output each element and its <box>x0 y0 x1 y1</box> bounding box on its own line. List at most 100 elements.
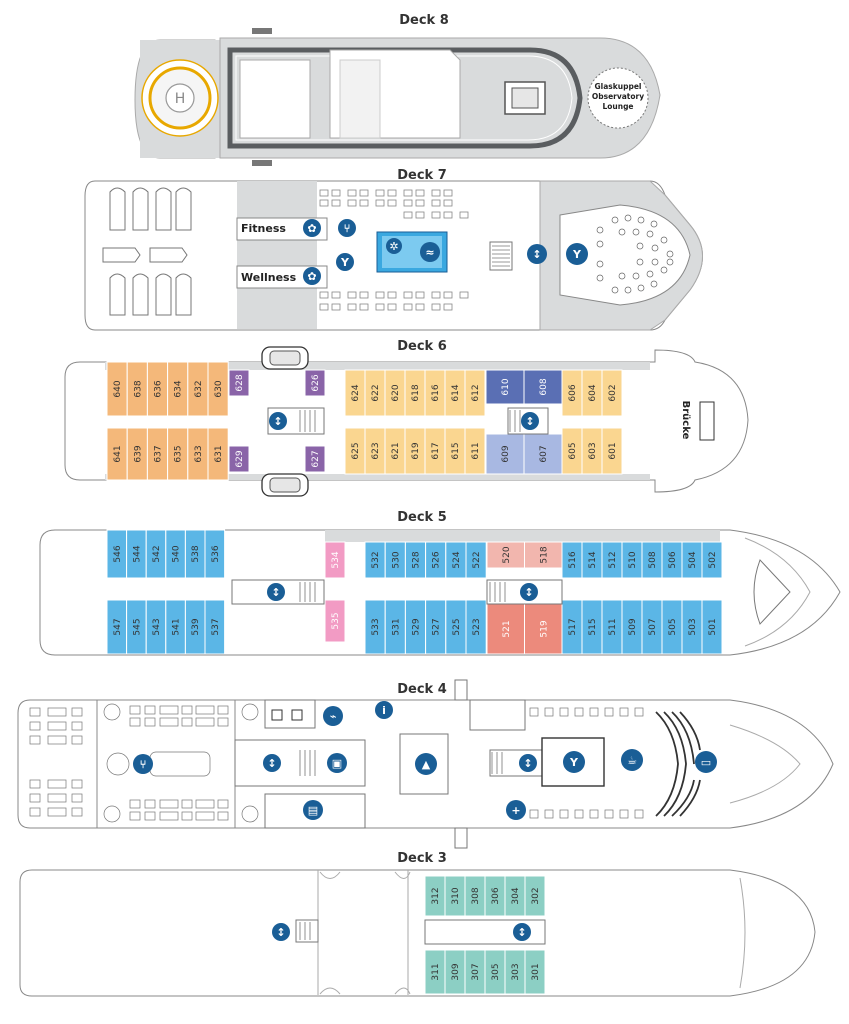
theater-icon <box>695 751 717 773</box>
cabin-630[interactable] <box>207 361 229 417</box>
bar-icon <box>336 253 354 271</box>
cabin-number: 608 <box>539 378 549 395</box>
cabin-535[interactable] <box>324 599 346 643</box>
cabin-519[interactable] <box>524 603 563 655</box>
cabin-518[interactable] <box>524 541 563 569</box>
cabin-number: 543 <box>152 618 162 635</box>
cabin-number: 521 <box>502 620 512 637</box>
svg-text:↕: ↕ <box>517 926 526 939</box>
cabin-number: 619 <box>411 442 421 459</box>
cabin-520[interactable] <box>486 541 525 569</box>
svg-text:✿: ✿ <box>307 270 316 283</box>
cabin-302[interactable] <box>524 875 546 917</box>
cabin-number: 301 <box>531 963 541 980</box>
cabin-612[interactable] <box>464 369 486 417</box>
deck8-davit-top <box>252 28 272 34</box>
cabin-number: 519 <box>539 620 549 637</box>
cabin-501[interactable] <box>701 599 723 655</box>
svg-text:↕: ↕ <box>523 757 532 770</box>
cabin-number: 603 <box>588 442 598 459</box>
cabin-626[interactable] <box>304 369 326 397</box>
cabin-number: 628 <box>235 374 245 391</box>
cabin-611[interactable] <box>464 427 486 475</box>
cabin-number: 526 <box>432 551 442 568</box>
deck8-open-area-inner <box>339 59 381 139</box>
deck8: H Glaskuppel Observatory Lounge <box>134 28 661 166</box>
cabin-number: 631 <box>214 445 224 462</box>
library-icon <box>303 800 323 820</box>
restaurant-icon <box>338 219 356 237</box>
cabin-number: 523 <box>472 618 482 635</box>
cabin-628[interactable] <box>228 369 250 397</box>
deck5-bow-hatch <box>753 559 791 625</box>
svg-text:✿: ✿ <box>307 222 316 235</box>
cabin-number: 312 <box>431 887 441 904</box>
cabin-631[interactable] <box>207 427 229 481</box>
svg-text:Y: Y <box>572 248 582 261</box>
svg-text:☕: ☕ <box>627 754 637 767</box>
deck4-fwd-rooms-top <box>469 699 526 731</box>
cabin-608[interactable] <box>523 369 563 405</box>
cabin-301[interactable] <box>524 949 546 995</box>
cabin-number: 620 <box>391 384 401 401</box>
observatory-dome <box>587 67 649 129</box>
cabin-523[interactable] <box>465 599 487 655</box>
deck8-funnel-inner <box>511 87 539 109</box>
cabin-607[interactable] <box>523 433 563 475</box>
cabin-number: 522 <box>472 551 482 568</box>
deck6-elevator-icon-aft <box>269 412 287 430</box>
cabin-number: 514 <box>588 551 598 568</box>
cabin-521[interactable] <box>486 603 525 655</box>
deck6-elevator-icon-fwd <box>521 412 539 430</box>
cabin-534[interactable] <box>324 541 346 579</box>
cabin-536[interactable] <box>204 529 226 579</box>
cabin-number: 518 <box>539 546 549 563</box>
cabin-number: 527 <box>432 618 442 635</box>
cabin-number: 630 <box>214 380 224 397</box>
cabin-537[interactable] <box>204 599 226 655</box>
cabin-number: 635 <box>174 445 184 462</box>
tender-icon <box>323 706 343 726</box>
deck4-gangway-bottom <box>454 827 468 849</box>
coffee-icon <box>621 749 643 771</box>
cabin-number: 545 <box>132 618 142 635</box>
cabin-number: 531 <box>391 618 401 635</box>
helipad-letter: H <box>175 91 186 107</box>
cabin-number: 611 <box>471 442 481 459</box>
cabin-number: 626 <box>311 374 321 391</box>
svg-text:⑂: ⑂ <box>140 758 147 771</box>
svg-text:Y: Y <box>340 256 350 269</box>
cabin-number: 616 <box>431 384 441 401</box>
cabin-601[interactable] <box>601 427 623 475</box>
cabin-number: 304 <box>511 887 521 904</box>
cabin-627[interactable] <box>304 445 326 473</box>
cabin-number: 641 <box>113 445 123 462</box>
running-track <box>227 47 583 149</box>
cabin-629[interactable] <box>228 445 250 473</box>
svg-text:▤: ▤ <box>308 804 318 817</box>
cabin-number: 617 <box>431 442 441 459</box>
cabin-522[interactable] <box>465 541 487 579</box>
deck3-elevator-icon-fwd <box>513 923 531 941</box>
cabin-number: 623 <box>371 442 381 459</box>
cabin-number: 520 <box>502 546 512 563</box>
cabin-number: 622 <box>371 384 381 401</box>
cabin-number: 634 <box>174 380 184 397</box>
cabin-602[interactable] <box>601 369 623 417</box>
bridge-label: Brücke <box>680 401 691 440</box>
svg-text:↕: ↕ <box>532 248 541 261</box>
deck4-gangway-top <box>454 679 468 701</box>
cabin-502[interactable] <box>701 541 723 579</box>
deck6-title: Deck 6 <box>397 339 447 354</box>
restaurant-tables <box>103 703 259 823</box>
cabin-number: 305 <box>491 963 501 980</box>
cabin-number: 640 <box>113 380 123 397</box>
deck5-title: Deck 5 <box>397 510 447 525</box>
svg-text:↕: ↕ <box>524 586 533 599</box>
reception-icon <box>415 753 437 775</box>
cabin-number: 516 <box>568 551 578 568</box>
svg-text:▣: ▣ <box>332 757 342 770</box>
